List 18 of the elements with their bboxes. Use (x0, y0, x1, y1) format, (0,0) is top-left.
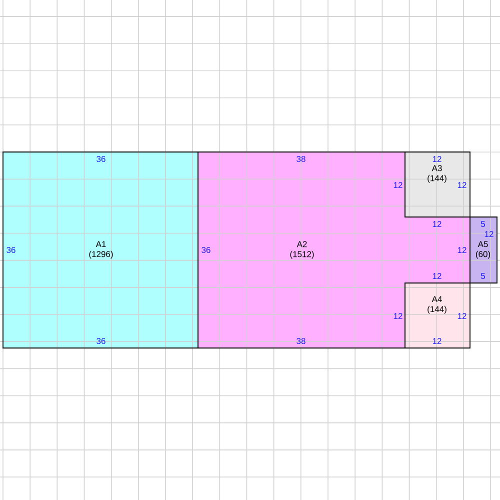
dimension-label: 5 (481, 273, 486, 279)
dimension-label: 12 (432, 221, 442, 227)
dimension-label: 12 (432, 273, 442, 279)
dimension-label: 38 (296, 338, 306, 344)
dimension-label: 12 (432, 338, 442, 344)
dimension-label: 38 (296, 156, 306, 162)
dimension-label: 12 (458, 313, 466, 319)
dimension-label: 36 (96, 156, 106, 162)
dimension-label: 36 (202, 247, 210, 253)
dimension-label: 12 (458, 247, 466, 253)
dimension-label: 36 (96, 338, 106, 344)
dimension-label: 12 (394, 313, 402, 319)
dimension-label: 12 (458, 182, 466, 188)
dimension-label: 12 (394, 182, 402, 188)
dimension-label: 5 (481, 221, 486, 227)
dimension-label: 12 (432, 156, 442, 162)
dimension-label: 36 (6, 247, 16, 253)
dimension-label: 12 (484, 231, 494, 237)
